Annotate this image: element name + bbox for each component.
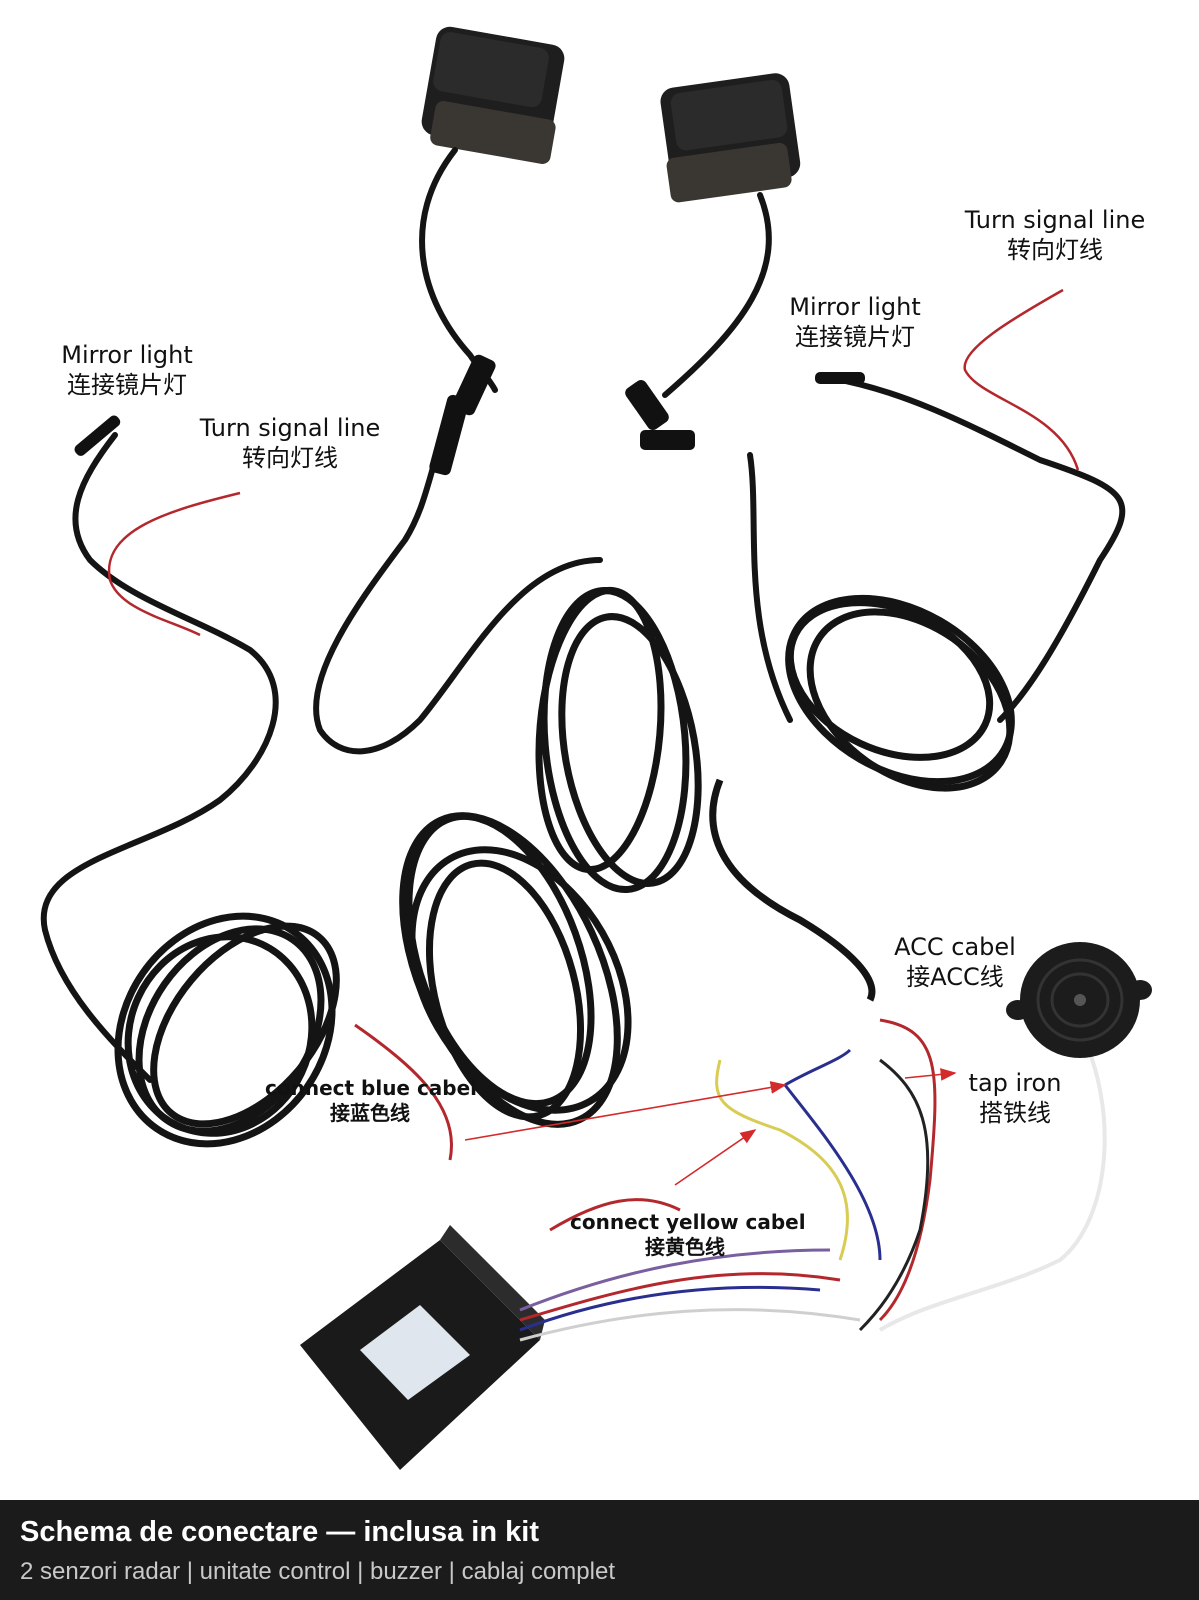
label-acc-zh: 接ACC线 bbox=[906, 963, 1004, 991]
label-turn-signal-left: Turn signal line 转向灯线 bbox=[190, 413, 390, 473]
label-mirror-light-left: Mirror light 连接镜片灯 bbox=[42, 340, 212, 400]
label-mirror-right-zh: 连接镜片灯 bbox=[795, 323, 915, 351]
label-blue-cable: connect blue cabel 接蓝色线 bbox=[265, 1076, 478, 1126]
label-mirror-light-right: Mirror light 连接镜片灯 bbox=[770, 292, 940, 352]
coiled-cables bbox=[114, 586, 1015, 1148]
turn-signal-wires bbox=[107, 288, 1080, 637]
label-turn-right-en: Turn signal line bbox=[964, 206, 1146, 234]
label-tap-iron: tap iron 搭铁线 bbox=[955, 1068, 1075, 1128]
label-yellow-en: connect yellow cabel bbox=[570, 1210, 806, 1234]
caption-subtitle: 2 senzori radar | unitate control | buzz… bbox=[20, 1558, 615, 1585]
caption-title: Schema de conectare — inclusa in kit bbox=[20, 1516, 539, 1548]
label-mirror-right-en: Mirror light bbox=[789, 293, 921, 321]
caption-bar: Schema de conectare — inclusa in kit 2 s… bbox=[0, 1500, 1199, 1600]
label-turn-left-en: Turn signal line bbox=[199, 414, 381, 442]
label-tap-iron-en: tap iron bbox=[968, 1069, 1062, 1097]
label-yellow-zh: 接黄色线 bbox=[645, 1235, 725, 1259]
buzzer bbox=[1006, 942, 1152, 1058]
instruction-sticker bbox=[360, 1305, 470, 1400]
label-turn-signal-right: Turn signal line 转向灯线 bbox=[955, 205, 1155, 265]
label-mirror-left-zh: 连接镜片灯 bbox=[67, 371, 187, 399]
radar-sensor-left bbox=[421, 26, 565, 164]
label-blue-en: connect blue cabel bbox=[265, 1076, 478, 1100]
label-blue-zh: 接蓝色线 bbox=[330, 1101, 410, 1125]
label-turn-right-zh: 转向灯线 bbox=[1007, 236, 1103, 264]
wire-harness bbox=[354, 1018, 1107, 1342]
label-mirror-left-en: Mirror light bbox=[61, 341, 193, 369]
label-tap-iron-zh: 搭铁线 bbox=[979, 1099, 1051, 1127]
label-yellow-cable: connect yellow cabel 接黄色线 bbox=[570, 1210, 806, 1260]
sensor-connectors bbox=[74, 354, 865, 476]
wiring-diagram-photo bbox=[40, 26, 1152, 1470]
control-unit bbox=[300, 1225, 545, 1470]
sensor-cables bbox=[40, 147, 1126, 1083]
radar-sensor-right bbox=[660, 73, 801, 203]
annotation-arrows bbox=[464, 1068, 957, 1186]
label-acc-cable: ACC cabel 接ACC线 bbox=[880, 932, 1030, 992]
label-acc-en: ACC cabel bbox=[894, 933, 1016, 961]
label-turn-left-zh: 转向灯线 bbox=[242, 444, 338, 472]
